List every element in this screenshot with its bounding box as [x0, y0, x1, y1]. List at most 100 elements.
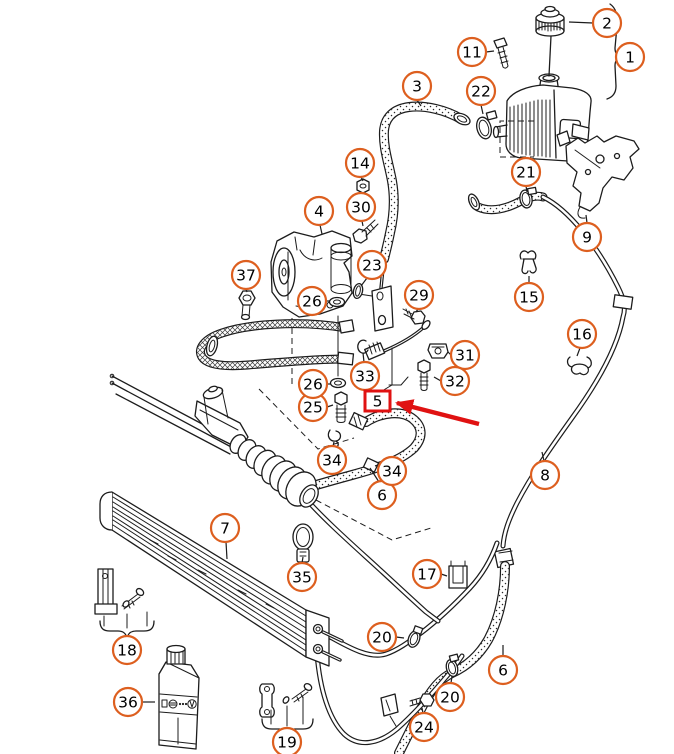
callout-26-2[interactable]: 26	[297, 368, 329, 400]
nut-14	[356, 178, 370, 194]
leader-item-5	[381, 347, 409, 392]
bracket-19	[259, 682, 314, 736]
callout-number: 8	[540, 467, 550, 485]
highlighted-callout-number: 5	[373, 393, 383, 411]
callout-2[interactable]: 2	[591, 7, 623, 39]
power-steering-pump	[270, 230, 353, 318]
callout-18[interactable]: 18	[111, 634, 143, 666]
callout-number: 32	[445, 373, 465, 391]
sealing-washer-26b	[329, 377, 347, 389]
leader-line-7	[225, 541, 228, 560]
o-ring-23	[352, 282, 364, 300]
leader-line-20-2	[450, 675, 453, 684]
callout-number: 14	[350, 155, 370, 173]
leader-line-8	[541, 451, 545, 462]
callout-37[interactable]: 37	[230, 259, 262, 291]
callout-21[interactable]: 21	[510, 156, 542, 188]
highlighted-callout-box-5[interactable]	[363, 389, 392, 413]
callout-number: 23	[362, 257, 382, 275]
callout-number: 18	[117, 642, 137, 660]
callout-11[interactable]: 11	[456, 36, 488, 68]
callout-25[interactable]: 25	[297, 391, 329, 423]
callout-34-2[interactable]: 34	[376, 455, 408, 487]
pipe-coupling	[612, 294, 634, 310]
callout-number: 16	[572, 326, 592, 344]
leader-line-2	[568, 21, 594, 24]
steering-rack	[109, 373, 319, 508]
callout-4[interactable]: 4	[303, 195, 335, 227]
callout-number: 6	[498, 662, 508, 680]
reservoir-cap	[535, 5, 565, 77]
retainer-clip-31	[427, 343, 449, 359]
leader-line-9	[585, 214, 588, 224]
callout-3[interactable]: 3	[401, 70, 433, 102]
callout-number: 7	[220, 520, 230, 538]
bolt-29	[402, 308, 426, 325]
dashed-guide-lower	[315, 499, 432, 541]
callout-20-2[interactable]: 20	[434, 681, 466, 713]
callout-30[interactable]: 30	[345, 191, 377, 223]
callout-24[interactable]: 24	[408, 711, 440, 743]
highlight-arrow	[395, 399, 480, 427]
callout-number: 2	[602, 15, 612, 33]
hose-clamp-22	[476, 110, 498, 140]
hose-clamp-20b	[445, 653, 460, 677]
callout-number: 29	[409, 287, 429, 305]
callout-29[interactable]: 29	[403, 279, 435, 311]
callout-33[interactable]: 33	[349, 360, 381, 392]
banjo-bolt-25	[334, 391, 348, 423]
leader-line-32	[433, 376, 442, 382]
dashed-guide-reservoir	[499, 120, 534, 158]
circlip-33	[357, 339, 369, 354]
highlight-annotation: 5	[363, 389, 480, 427]
callout-17[interactable]: 17	[411, 558, 443, 590]
pressure-hose-loop	[195, 319, 351, 371]
callout-8[interactable]: 8	[529, 459, 561, 491]
callout-number: 34	[382, 463, 402, 481]
bracket-18	[94, 568, 155, 639]
callout-32[interactable]: 32	[439, 365, 471, 397]
callout-14[interactable]: 14	[344, 147, 376, 179]
bottle-label-marks	[161, 699, 197, 709]
leader-line-6	[369, 467, 380, 483]
callout-number: 37	[236, 267, 256, 285]
spring-clip-15	[519, 250, 537, 275]
hose-clamp-20a	[407, 625, 424, 648]
callout-number: 19	[277, 734, 297, 752]
callout-22[interactable]: 22	[465, 75, 497, 107]
callout-7[interactable]: 7	[209, 512, 241, 544]
leader-line-33	[362, 352, 365, 363]
callout-36[interactable]: 36	[112, 686, 144, 718]
callout-1[interactable]: 1	[614, 41, 646, 73]
callout-34[interactable]: 34	[316, 444, 348, 476]
callout-number: 36	[118, 694, 138, 712]
callout-26[interactable]: 26	[296, 285, 328, 317]
bolt-11	[493, 37, 509, 69]
cable-tie-35	[292, 523, 314, 563]
callout-31[interactable]: 31	[449, 339, 481, 371]
callout-15[interactable]: 15	[513, 281, 545, 313]
rack-return-pipe	[303, 496, 441, 624]
line-run	[321, 650, 342, 662]
reservoir-ribs	[509, 99, 551, 158]
mounting-bracket-9	[556, 130, 640, 219]
callout-9[interactable]: 9	[571, 221, 603, 253]
leader-line-22	[480, 104, 484, 115]
callout-numbers: 1234667891114151617181920202122232425262…	[111, 7, 646, 754]
leader-line-16	[576, 347, 581, 357]
pipe-bracket-tab	[380, 693, 399, 727]
suction-hose-3	[378, 101, 466, 264]
callout-23[interactable]: 23	[356, 249, 388, 281]
callout-16[interactable]: 16	[566, 318, 598, 350]
leader-line-11	[485, 50, 495, 53]
callout-35[interactable]: 35	[286, 561, 318, 593]
callout-number: 9	[582, 229, 592, 247]
callout-19[interactable]: 19	[271, 726, 303, 754]
line-run	[321, 630, 344, 643]
callout-20[interactable]: 20	[366, 621, 398, 653]
leader-line-4	[319, 224, 323, 235]
callout-number: 25	[303, 399, 323, 417]
callout-6-2[interactable]: 6	[487, 654, 519, 686]
reservoir-return-hose	[473, 191, 548, 215]
